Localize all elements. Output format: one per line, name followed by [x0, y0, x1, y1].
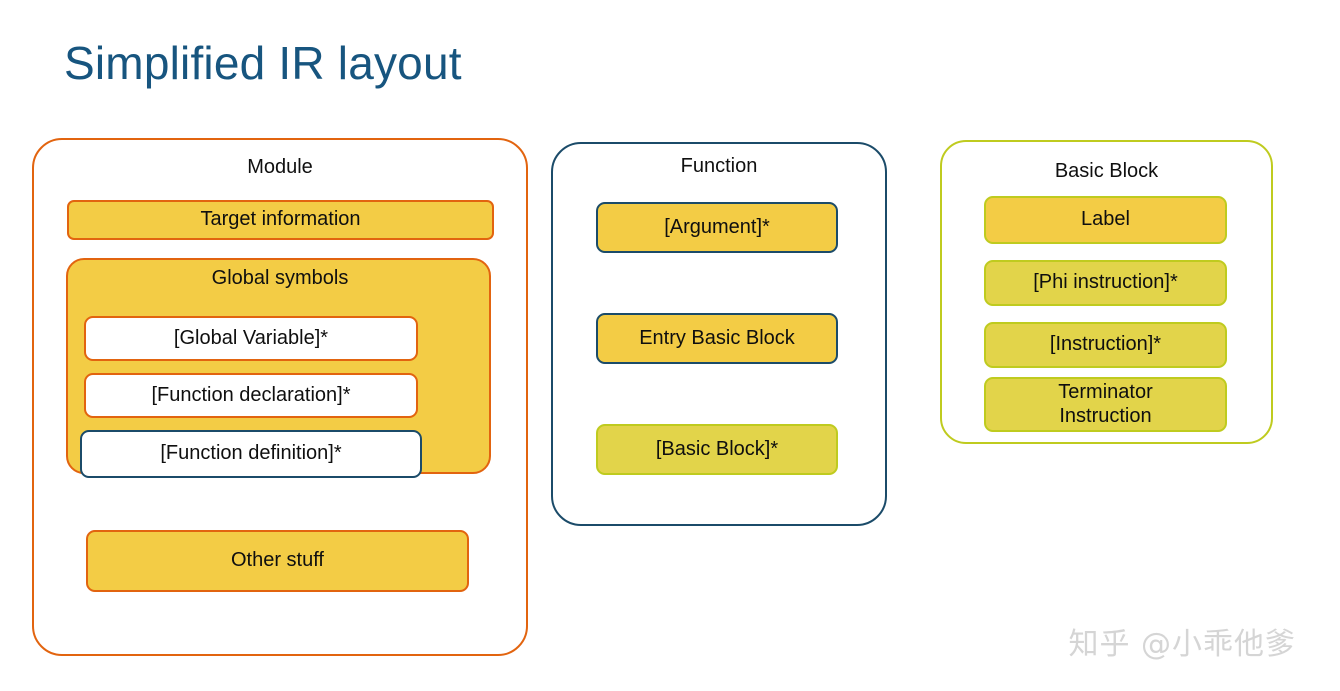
function-card: Function [Argument]* Entry Basic Block [… — [551, 142, 887, 526]
module-target-information-box: Target information — [67, 200, 494, 240]
basic-block-label-box: Label — [984, 196, 1227, 244]
basic-block-card: Basic Block Label [Phi instruction]* [In… — [940, 140, 1273, 444]
global-symbols-title: Global symbols — [211, 267, 349, 289]
basic-block-terminator-instruction-box: Terminator Instruction — [984, 377, 1227, 432]
basic-block-card-title: Basic Block — [1054, 160, 1159, 182]
basic-block-instruction-box: [Instruction]* — [984, 322, 1227, 368]
function-basic-block-box: [Basic Block]* — [596, 424, 838, 475]
function-argument-box: [Argument]* — [596, 202, 838, 253]
module-other-stuff-box: Other stuff — [86, 530, 469, 592]
page-title: Simplified IR layout — [64, 37, 462, 89]
module-card-title: Module — [247, 156, 313, 178]
global-variable-box: [Global Variable]* — [84, 316, 418, 361]
basic-block-phi-instruction-box: [Phi instruction]* — [984, 260, 1227, 306]
function-declaration-box: [Function declaration]* — [84, 373, 418, 418]
watermark: 知乎 @小乖他爹 — [1068, 627, 1296, 662]
function-card-title: Function — [680, 155, 758, 177]
terminator-line-1: Terminator — [1058, 380, 1153, 403]
function-definition-box: [Function definition]* — [80, 430, 422, 478]
module-card: Module Target information Global symbols… — [32, 138, 528, 656]
terminator-line-2: Instruction — [1059, 404, 1152, 427]
function-entry-basic-block-box: Entry Basic Block — [596, 313, 838, 364]
